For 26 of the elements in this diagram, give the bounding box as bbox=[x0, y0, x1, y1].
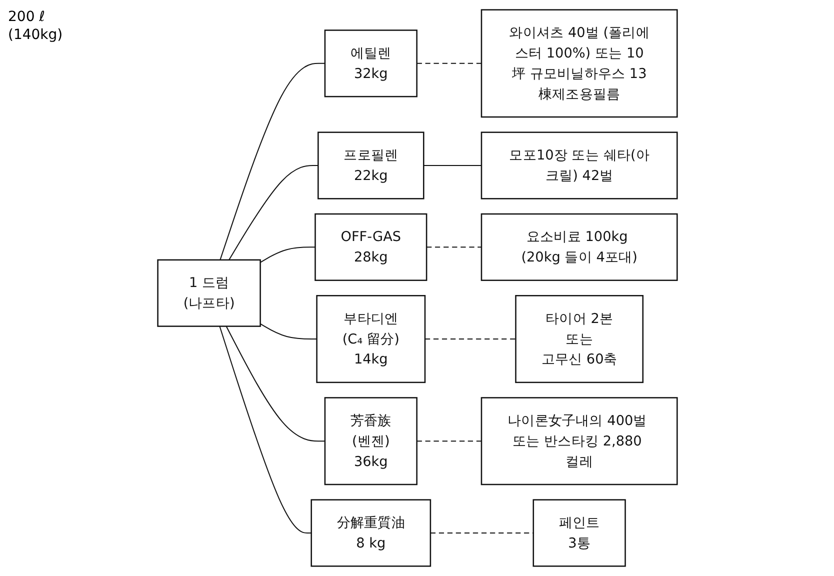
connector bbox=[218, 326, 311, 534]
node-box: 1 드럼 (나프타) bbox=[156, 259, 260, 327]
connector bbox=[416, 440, 481, 442]
quantity-note: (140kg) bbox=[8, 26, 63, 44]
connector bbox=[423, 165, 481, 166]
connector bbox=[424, 338, 516, 340]
connector bbox=[219, 62, 324, 260]
connector bbox=[260, 246, 315, 263]
node-box: 分解重質油 8 kg bbox=[310, 499, 431, 567]
node-box: OFF-GAS 28kg bbox=[314, 213, 427, 281]
node-box: 에틸렌 32kg bbox=[324, 30, 417, 98]
connector bbox=[416, 62, 481, 64]
node-box: 요소비료 100kg (20kg 들이 4포대) bbox=[480, 213, 678, 281]
node-box: 모포10장 또는 쉐타(아크릴) 42벌 bbox=[480, 132, 678, 200]
quantity-note: 200 ℓ bbox=[8, 8, 46, 26]
node-box: 페인트 3통 bbox=[532, 499, 626, 567]
connector bbox=[260, 323, 316, 340]
node-box: 와이셔츠 40벌 (폴리에스터 100%) 또는 10坪 규모비닐하우스 13棟제조용필름 bbox=[480, 9, 678, 118]
node-box: 나이론女子내의 400벌 또는 반스타킹 2,880 컬레 bbox=[480, 397, 678, 486]
connector bbox=[225, 326, 324, 442]
node-box: 芳香族 (벤젠) 36kg bbox=[324, 397, 417, 486]
connector bbox=[426, 246, 481, 248]
connector bbox=[228, 165, 318, 260]
node-box: 타이어 2본 또는 고무신 60축 bbox=[514, 295, 644, 384]
node-box: 부타디엔 (C₄ 留分) 14kg bbox=[316, 295, 426, 384]
node-box: 프로필렌 22kg bbox=[317, 132, 424, 200]
